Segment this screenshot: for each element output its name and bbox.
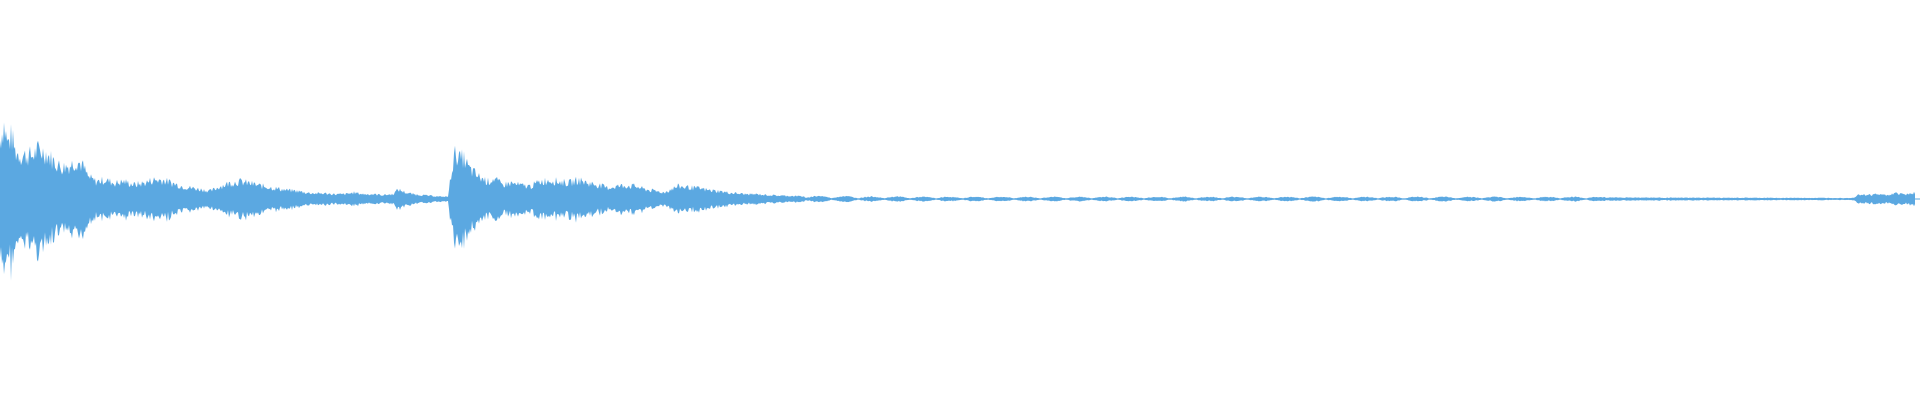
- waveform-shape: [0, 122, 1915, 281]
